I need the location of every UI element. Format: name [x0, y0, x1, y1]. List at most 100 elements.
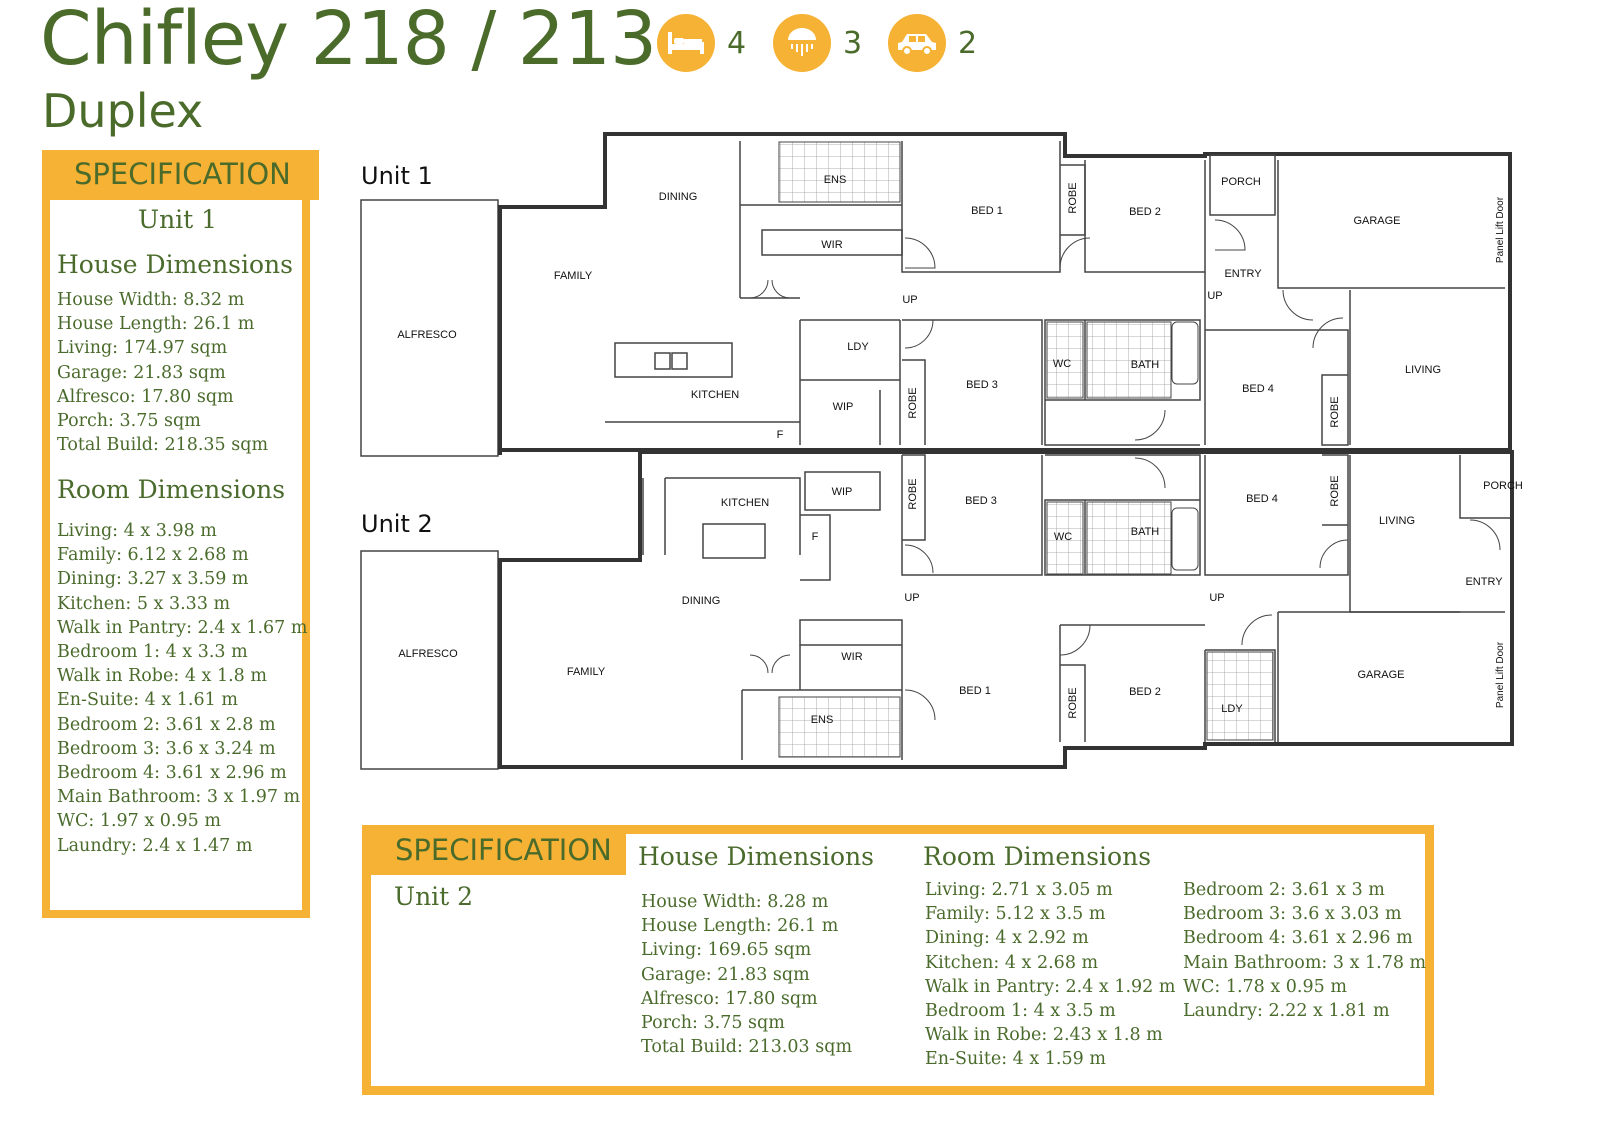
room-dimensions-col2: Bedroom 2: 3.61 x 3 m Bedroom 3: 3.6 x 3…: [1183, 878, 1426, 1023]
list-item: Living: 4 x 3.98 m: [57, 521, 217, 541]
room-label-robe: ROBE: [1329, 396, 1341, 427]
list-item: House Width: 8.32 m: [57, 290, 245, 310]
room-label-bath: BATH: [1131, 359, 1160, 371]
list-item: Living: 169.65 sqm: [641, 940, 812, 961]
list-item: Main Bathroom: 3 x 1.78 m: [1183, 952, 1427, 973]
room-label-dining: DINING: [659, 191, 698, 203]
stair-label-up: UP: [1209, 592, 1224, 604]
list-item: Laundry: 2.22 x 1.81 m: [1183, 1001, 1390, 1022]
room-label-porch: PORCH: [1221, 176, 1261, 188]
room-label-living: LIVING: [1405, 364, 1441, 376]
room-label-ldy: LDY: [1221, 703, 1243, 715]
room-label-kitchen: KITCHEN: [721, 497, 769, 509]
list-item: En-Suite: 4 x 1.59 m: [925, 1049, 1106, 1070]
fridge-label: F: [812, 531, 819, 543]
room-label-alfresco: ALFRESCO: [397, 329, 457, 341]
list-item: Walk in Pantry: 2.4 x 1.67 m: [57, 617, 308, 638]
list-item: Bedroom 2: 3.61 x 3 m: [1183, 880, 1385, 900]
room-label-entry: ENTRY: [1224, 268, 1262, 280]
list-item: Alfresco: 17.80 sqm: [57, 386, 234, 407]
fridge-label: F: [777, 429, 784, 441]
room-dimensions-heading: Room Dimensions: [57, 475, 286, 504]
page-title: Chifley 218 / 213: [40, 0, 657, 82]
room-label-robe: ROBE: [1067, 687, 1079, 718]
bedrooms-count: 4: [727, 25, 747, 61]
kitchen-island: [614, 342, 733, 378]
room-label-family: FAMILY: [567, 666, 606, 678]
list-item: Dining: 4 x 2.92 m: [925, 928, 1089, 949]
room-label-ldy: LDY: [847, 341, 869, 353]
room-label-wir: WIR: [841, 651, 862, 663]
house-dimensions-heading: House Dimensions: [638, 842, 874, 871]
list-item: House Length: 26.1 m: [641, 916, 839, 937]
room-label-bed1: BED 1: [971, 205, 1003, 217]
stair-label-up: UP: [904, 592, 919, 604]
list-item: Bedroom 4: 3.61 x 2.96 m: [57, 763, 287, 784]
list-item: Garage: 21.83 sqm: [57, 362, 226, 383]
list-item: Alfresco: 17.80 sqm: [641, 988, 818, 1009]
spec-panel-unit1: [42, 150, 310, 918]
list-item: Bedroom 3: 3.6 x 3.03 m: [1183, 904, 1402, 925]
spec-heading: SPECIFICATION: [395, 833, 612, 867]
room-label-garage: GARAGE: [1353, 215, 1400, 227]
car-icon: [888, 14, 946, 72]
spec-heading-bar: [42, 150, 319, 200]
list-item: Bedroom 2: 3.61 x 2.8 m: [57, 714, 276, 735]
list-item: House Width: 8.28 m: [641, 892, 829, 912]
list-item: Dining: 3.27 x 3.59 m: [57, 569, 249, 590]
room-label-robe: ROBE: [907, 387, 919, 418]
room-label-bed1: BED 1: [959, 685, 991, 697]
list-item: Living: 2.71 x 3.05 m: [925, 880, 1113, 900]
shower-icon: [773, 14, 831, 72]
list-item: Living: 174.97 sqm: [57, 338, 228, 359]
room-label-bath: BATH: [1131, 526, 1160, 538]
list-item: Porch: 3.75 sqm: [641, 1013, 785, 1034]
room-label-bed3: BED 3: [965, 495, 997, 507]
alfresco-area: [360, 199, 499, 457]
list-item: Total Build: 213.03 sqm: [641, 1037, 853, 1058]
list-item: Family: 6.12 x 2.68 m: [57, 545, 249, 566]
unit1-label: Unit 1: [361, 162, 433, 190]
room-label-robe: ROBE: [1329, 475, 1341, 506]
list-item: WC: 1.78 x 0.95 m: [1183, 976, 1347, 997]
room-label-wc: WC: [1053, 358, 1071, 370]
room-label-wir: WIR: [821, 239, 842, 251]
room-dimensions-col1: Living: 2.71 x 3.05 m Family: 5.12 x 3.5…: [925, 878, 1175, 1072]
panel-lift-door-label: Panel Lift Door: [1495, 196, 1506, 263]
room-label-wip: WIP: [833, 401, 854, 413]
house-dimensions-heading: House Dimensions: [57, 250, 293, 279]
room-label-family: FAMILY: [554, 270, 593, 282]
room-label-porch: PORCH: [1483, 480, 1523, 492]
room-label-entry: ENTRY: [1465, 576, 1503, 588]
garage-count: 2: [958, 25, 978, 61]
room-label-dining: DINING: [682, 595, 721, 607]
list-item: Walk in Robe: 2.43 x 1.8 m: [925, 1025, 1163, 1046]
spec-heading: SPECIFICATION: [74, 157, 291, 191]
list-item: Laundry: 2.4 x 1.47 m: [57, 835, 253, 856]
room-label-bed3: BED 3: [966, 379, 998, 391]
room-label-bed4: BED 4: [1242, 383, 1274, 395]
room-label-robe: ROBE: [1067, 182, 1079, 213]
page-subtitle: Duplex: [42, 84, 204, 138]
bedrooms-feature: 4: [657, 14, 746, 72]
stair-label-up: UP: [1207, 290, 1222, 302]
list-item: WC: 1.97 x 0.95 m: [57, 811, 221, 832]
bed-icon: [657, 14, 715, 72]
list-item: Porch: 3.75 sqm: [57, 411, 201, 432]
stair-label-up: UP: [902, 294, 917, 306]
list-item: Bedroom 1: 4 x 3.5 m: [925, 1001, 1116, 1022]
bathrooms-count: 3: [843, 25, 863, 61]
room-label-ens: ENS: [824, 174, 847, 186]
room-label-wip: WIP: [832, 486, 853, 498]
list-item: Bedroom 4: 3.61 x 2.96 m: [1183, 928, 1413, 949]
garage-feature: 2: [888, 14, 977, 72]
list-item: Bedroom 3: 3.6 x 3.24 m: [57, 738, 276, 759]
room-label-living: LIVING: [1379, 515, 1415, 527]
list-item: Walk in Pantry: 2.4 x 1.92 m: [925, 976, 1176, 997]
kitchen-island: [702, 523, 766, 559]
list-item: Family: 5.12 x 3.5 m: [925, 904, 1106, 925]
house-dimensions-list: House Width: 8.28 m House Length: 26.1 m…: [641, 890, 852, 1059]
room-dimensions-list: Living: 4 x 3.98 m Family: 6.12 x 2.68 m…: [57, 519, 307, 858]
room-label-wc: WC: [1054, 531, 1072, 543]
